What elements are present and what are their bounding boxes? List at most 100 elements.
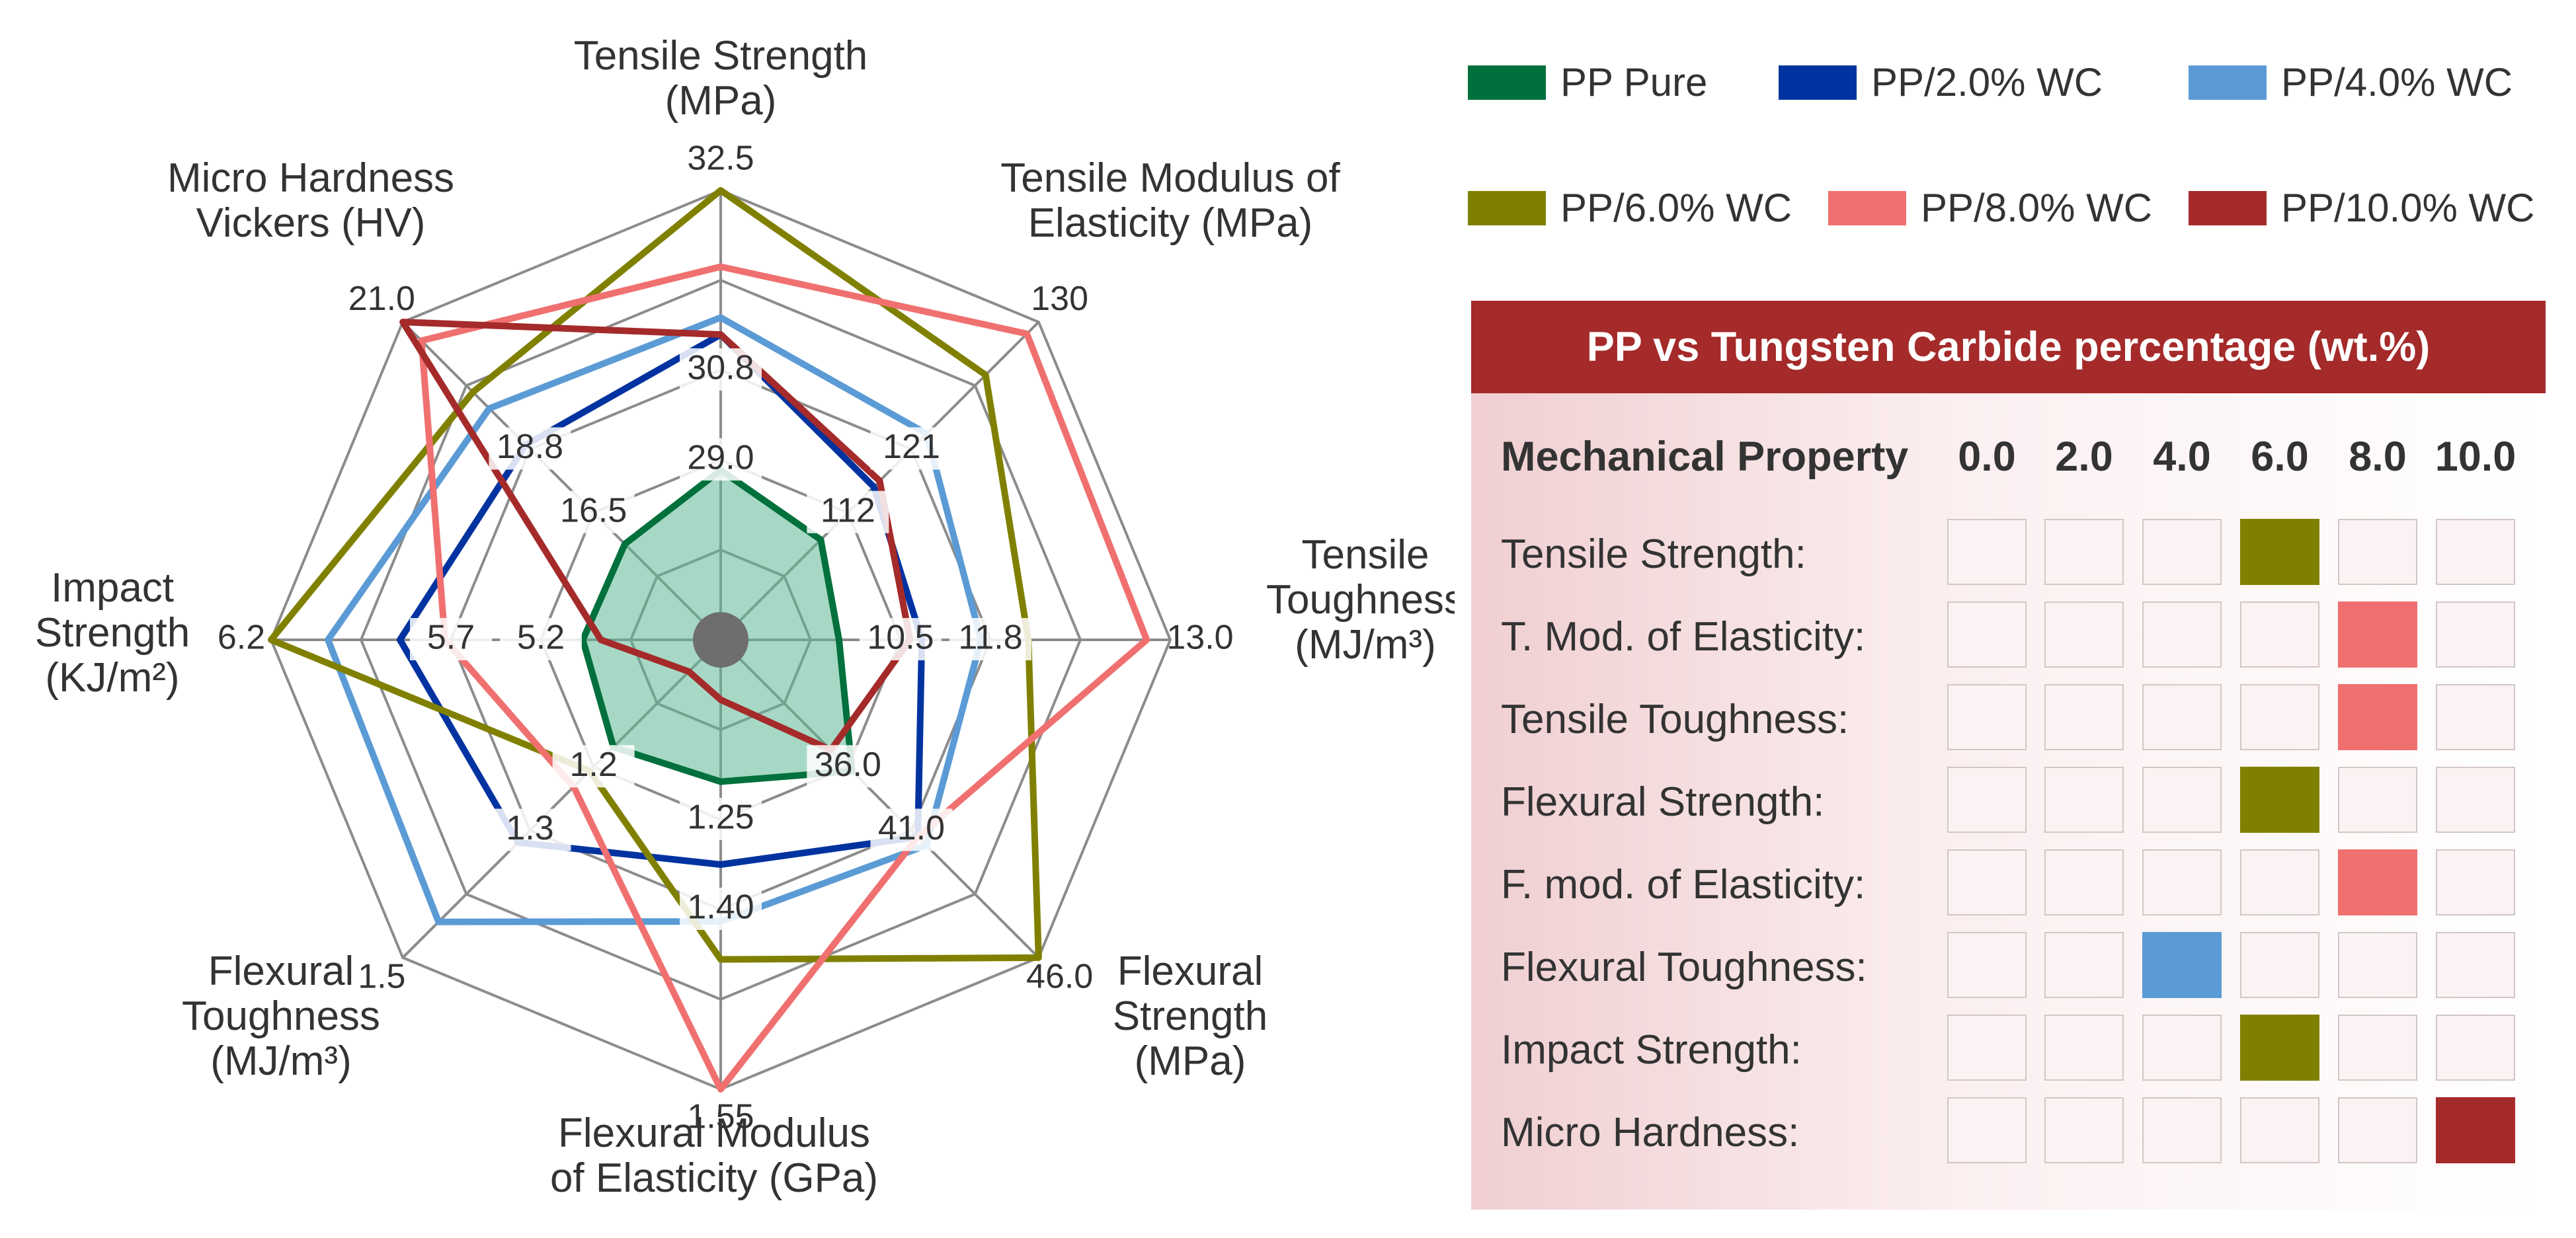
tick-label: 1.5 <box>358 957 405 995</box>
highlight-cell <box>2240 1015 2319 1081</box>
grid-cell <box>2338 519 2417 585</box>
grid-cell <box>2240 932 2319 998</box>
column-header-property: Mechanical Property <box>1501 434 1909 480</box>
grid-cell <box>2142 684 2222 750</box>
axis-label-line: Elasticity (MPa) <box>1028 200 1313 246</box>
grid-cell <box>2044 684 2124 750</box>
grid-cell <box>2044 519 2124 585</box>
highlight-cell <box>2240 767 2319 833</box>
grid-cell <box>2240 684 2319 750</box>
tick-label-bg <box>680 888 762 930</box>
axis-label-line: Tensile Modulus of <box>1000 155 1340 201</box>
row-label: Tensile Toughness: <box>1501 697 1849 742</box>
tick-label-bg <box>870 427 953 470</box>
axis-label-line: Tensile <box>1302 532 1429 578</box>
grid-cell <box>2436 849 2515 915</box>
center-dot <box>693 612 748 668</box>
tick-label-bg <box>680 438 762 481</box>
axis-label-line: Flexural Modulus <box>558 1110 870 1156</box>
row-label: Micro Hardness: <box>1501 1110 1800 1155</box>
series-line-3 <box>268 187 1042 963</box>
legend-item: PP/4.0% WC <box>2189 59 2513 105</box>
grid-cell <box>2044 601 2124 668</box>
tick-label: 30.8 <box>687 349 754 387</box>
legend-label: PP/6.0% WC <box>1560 186 1792 230</box>
grid-cell <box>1947 932 2027 998</box>
column-header: 10.0 <box>2435 434 2516 480</box>
highlight-cell <box>2338 601 2417 668</box>
grid-cell <box>2338 767 2417 833</box>
tick-label: 13.0 <box>1166 619 1233 657</box>
grid-cell <box>2338 932 2417 998</box>
legend-item: PP/8.0% WC <box>1828 185 2152 231</box>
panel-title: PP vs Tungsten Carbide percentage (wt.%) <box>1471 301 2546 393</box>
grid-cell <box>2044 849 2124 915</box>
grid-cell <box>2044 1097 2124 1163</box>
column-header: 6.0 <box>2251 434 2309 480</box>
tick-label-bg <box>410 618 492 660</box>
row-label: F. mod. of Elasticity: <box>1501 862 1866 908</box>
tick-label: 11.8 <box>958 619 1022 657</box>
tick-label-bg <box>807 745 889 788</box>
tick-label: 1.25 <box>687 798 754 837</box>
tick-label: 36.0 <box>815 746 881 784</box>
series-line-4 <box>418 263 1150 1093</box>
tick-label: 1.2 <box>570 746 618 784</box>
tick-label: 1.55 <box>687 1098 754 1136</box>
grid-cell <box>1947 684 2027 750</box>
grid-cell <box>2142 849 2222 915</box>
grid-cell <box>2436 519 2515 585</box>
axis-label-line: Toughness <box>182 993 380 1039</box>
grid-cell <box>2142 1097 2222 1163</box>
legend-swatch <box>1828 190 1906 225</box>
grid-cell <box>2338 1015 2417 1081</box>
row-label: Tensile Strength: <box>1501 531 1806 577</box>
tick-label: 29.0 <box>687 439 754 477</box>
highlight-cell <box>2142 932 2222 998</box>
grid-cell <box>1947 1015 2027 1081</box>
axis-label-line: Strength <box>1113 993 1268 1039</box>
tick-label: 112 <box>821 491 875 529</box>
grid-cell <box>1947 519 2027 585</box>
grid-cell <box>1947 1097 2027 1163</box>
axis-label-line: Flexural <box>1117 948 1264 994</box>
axis-label-line: (MPa) <box>1135 1038 1246 1084</box>
row-label: Flexural Strength: <box>1501 779 1825 825</box>
legend-label: PP Pure <box>1560 60 1708 104</box>
grid-cell <box>1947 849 2027 915</box>
tick-label-bg <box>860 618 942 660</box>
legend-label: PP/4.0% WC <box>2281 60 2513 104</box>
column-header: 2.0 <box>2055 434 2113 480</box>
highlight-cell <box>2338 849 2417 915</box>
legend-swatch <box>1468 190 1546 225</box>
tick-label: 32.5 <box>687 139 754 178</box>
legend-label: PP/8.0% WC <box>1921 186 2153 230</box>
grid-cell <box>2338 1097 2417 1163</box>
axis-label-ts: Tensile Strength(MPa) <box>574 33 868 124</box>
tick-label-bg <box>500 618 582 660</box>
tick-label-bg <box>949 618 1031 660</box>
axis-label-line: Toughness <box>1266 577 1455 623</box>
tick-label: 1.3 <box>506 809 553 847</box>
grid-cell <box>2240 849 2319 915</box>
axis-label-line: of Elasticity (GPa) <box>550 1155 878 1201</box>
legend-swatch <box>2189 190 2267 225</box>
tick-label: 130 <box>1031 280 1088 318</box>
axis-label-line: Flexural <box>208 948 354 994</box>
summary-panel: PP vs Tungsten Carbide percentage (wt.%)… <box>1471 301 2546 1210</box>
axis-label-line: Strength <box>35 610 190 656</box>
legend-swatch <box>1779 65 1857 100</box>
tick-label-bg <box>870 808 953 851</box>
tick-label-bg <box>807 490 889 533</box>
grid-cell <box>2044 932 2124 998</box>
grid-cell <box>2436 767 2515 833</box>
tick-label-bg <box>489 808 571 851</box>
